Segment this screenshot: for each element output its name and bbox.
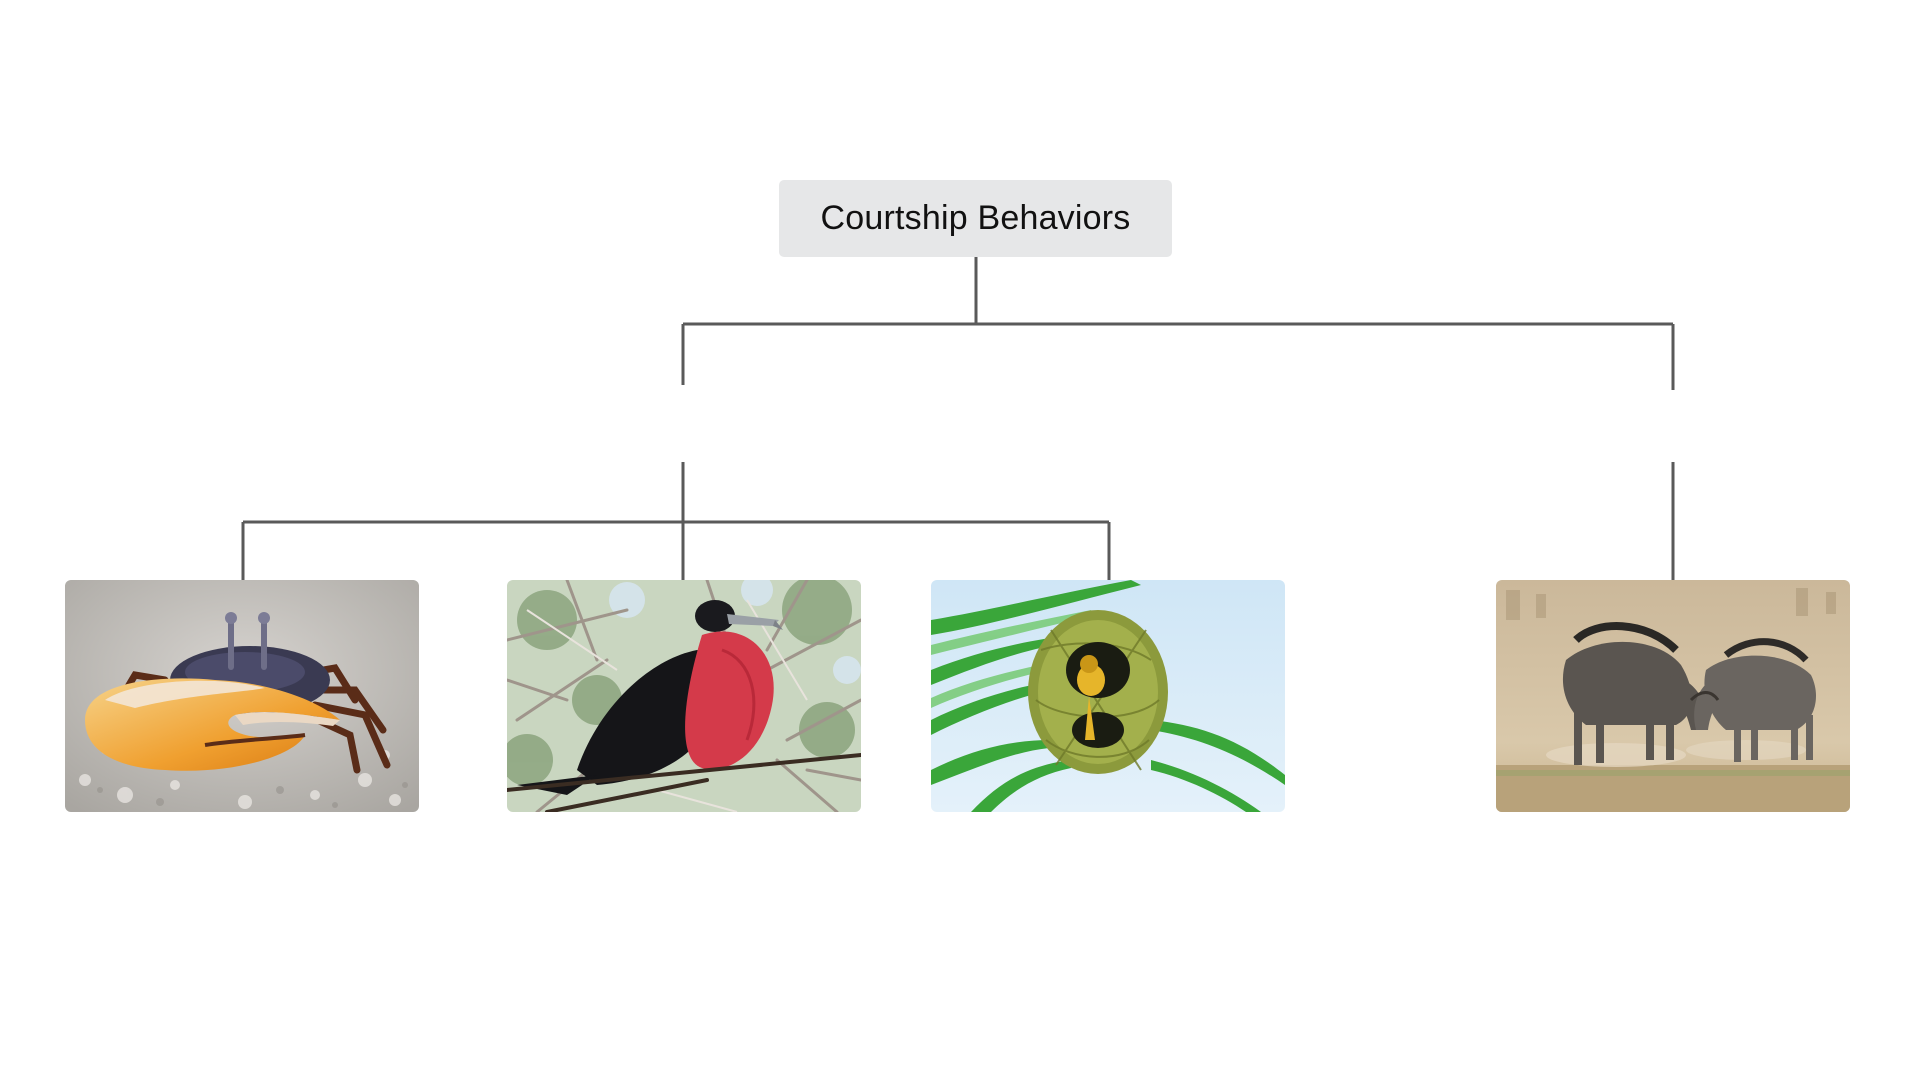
frigatebird-photo (507, 580, 861, 812)
root-label: Courtship Behaviors (820, 199, 1131, 237)
root-node: Courtship Behaviors (779, 180, 1172, 257)
fiddler-crab-photo (65, 580, 419, 812)
wildebeest-fighting-photo (1496, 580, 1850, 812)
weaver-bird-nest-photo (931, 580, 1285, 812)
